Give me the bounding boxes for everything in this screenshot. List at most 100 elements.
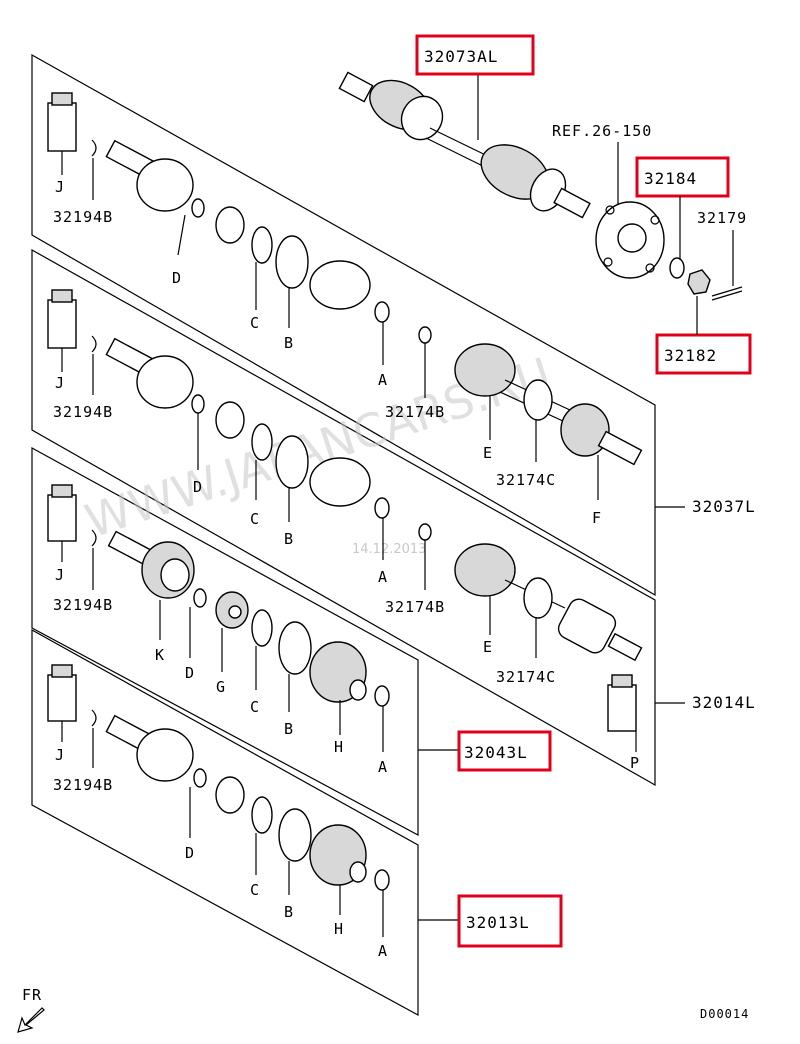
label-A: A (378, 758, 388, 776)
highlight-32182 (655, 333, 752, 375)
clamp-icon (374, 685, 390, 707)
boot-band-icon (47, 92, 77, 152)
panel-32014L (31, 248, 656, 787)
label-D: D (172, 269, 182, 287)
label-E-1: E (483, 444, 493, 462)
orientation-label: FR (22, 986, 42, 1004)
callout-32182[interactable]: 32182 (664, 346, 717, 365)
band-clip-icon (523, 577, 553, 619)
callout-32013L[interactable]: 32013L (466, 913, 530, 932)
label-H: H (334, 920, 344, 938)
highlight-32073AL (415, 34, 535, 76)
label-H: H (334, 738, 344, 756)
label-P: P (630, 754, 640, 772)
panel-32013L (31, 628, 419, 1017)
snap-ring-icon (193, 588, 207, 608)
spider-icon (215, 206, 245, 244)
label-D: D (193, 478, 203, 496)
spider-icon (215, 776, 245, 814)
ring-icon (251, 226, 273, 264)
washer-icon (669, 257, 685, 279)
label-J: J (55, 374, 65, 392)
joint-housing-icon (557, 598, 643, 662)
callout-32043L[interactable]: 32043L (464, 743, 528, 762)
band-icon (278, 621, 312, 675)
label-A: A (378, 568, 388, 586)
circlip-icon (91, 139, 97, 157)
panel-32043L (31, 446, 419, 837)
label-D: D (185, 844, 195, 862)
front-arrow-icon (17, 1007, 45, 1033)
label-B: B (284, 334, 294, 352)
label-32194B: 32194B (53, 596, 113, 614)
ring-icon (251, 796, 273, 834)
band-icon (275, 235, 309, 289)
clamp-icon (374, 869, 390, 891)
clamp-icon (374, 497, 390, 519)
label-32194B: 32194B (53, 208, 113, 226)
tripod-housing-icon (107, 530, 195, 599)
inner-joint-icon (105, 337, 194, 409)
label-32174B-2: 32174B (385, 598, 445, 616)
label-B: B (284, 530, 294, 548)
label-32174C-2: 32174C (496, 668, 556, 686)
clamp-icon (374, 301, 390, 323)
circlip-icon (91, 709, 97, 727)
callout-32037L[interactable]: 32037L (692, 497, 756, 516)
boot-band-icon (607, 674, 637, 732)
label-K: K (155, 646, 165, 664)
label-E-2: E (483, 638, 493, 656)
watermark-date: 14.12.2013 (352, 542, 426, 557)
band-icon (278, 808, 312, 862)
ring-icon (251, 609, 273, 647)
label-32194B: 32194B (53, 776, 113, 794)
boot-band-icon (47, 664, 77, 722)
label-J: J (55, 746, 65, 764)
label-J: J (55, 566, 65, 584)
diagram-code: D00014 (700, 1007, 749, 1021)
callout-32073AL[interactable]: 32073AL (424, 47, 498, 66)
callout-32014L[interactable]: 32014L (692, 693, 756, 712)
cotter-pin-icon (711, 286, 743, 301)
circlip-icon (91, 335, 97, 353)
inner-boot-icon (309, 641, 367, 703)
label-32174C-1: 32174C (496, 471, 556, 489)
inner-joint-icon (105, 139, 194, 212)
circlip-icon (91, 529, 97, 547)
callout-32179: 32179 (697, 209, 747, 227)
drive-shaft-assembly-icon (338, 71, 591, 219)
boot-band-icon (47, 289, 77, 349)
boot-icon (309, 457, 371, 507)
label-B: B (284, 720, 294, 738)
panel-32037L (31, 53, 656, 597)
band-icon (275, 435, 309, 489)
label-D: D (185, 664, 195, 682)
highlight-32013L (457, 894, 563, 948)
clip-icon (418, 326, 432, 344)
label-J: J (55, 178, 65, 196)
inner-joint-icon (105, 714, 194, 782)
hub-icon (595, 201, 665, 279)
label-A: A (378, 942, 388, 960)
hub-nut-icon (687, 269, 711, 295)
spider-icon (215, 401, 245, 439)
ring-icon (251, 423, 273, 461)
callout-ref: REF.26-150 (552, 122, 652, 140)
label-F: F (592, 509, 602, 527)
label-G: G (216, 678, 226, 696)
highlight-32184 (635, 156, 730, 198)
label-C: C (250, 314, 260, 332)
label-B: B (284, 903, 294, 921)
band-clip-icon (523, 379, 553, 421)
label-A: A (378, 371, 388, 389)
inner-boot-icon (309, 824, 367, 886)
label-32194B: 32194B (53, 403, 113, 421)
label-C: C (250, 510, 260, 528)
callout-32184[interactable]: 32184 (644, 169, 697, 188)
highlight-32043L (457, 730, 552, 772)
outer-joint-icon (560, 403, 643, 466)
snap-ring-icon (191, 198, 205, 218)
tripod-icon (215, 591, 249, 629)
label-C: C (250, 698, 260, 716)
